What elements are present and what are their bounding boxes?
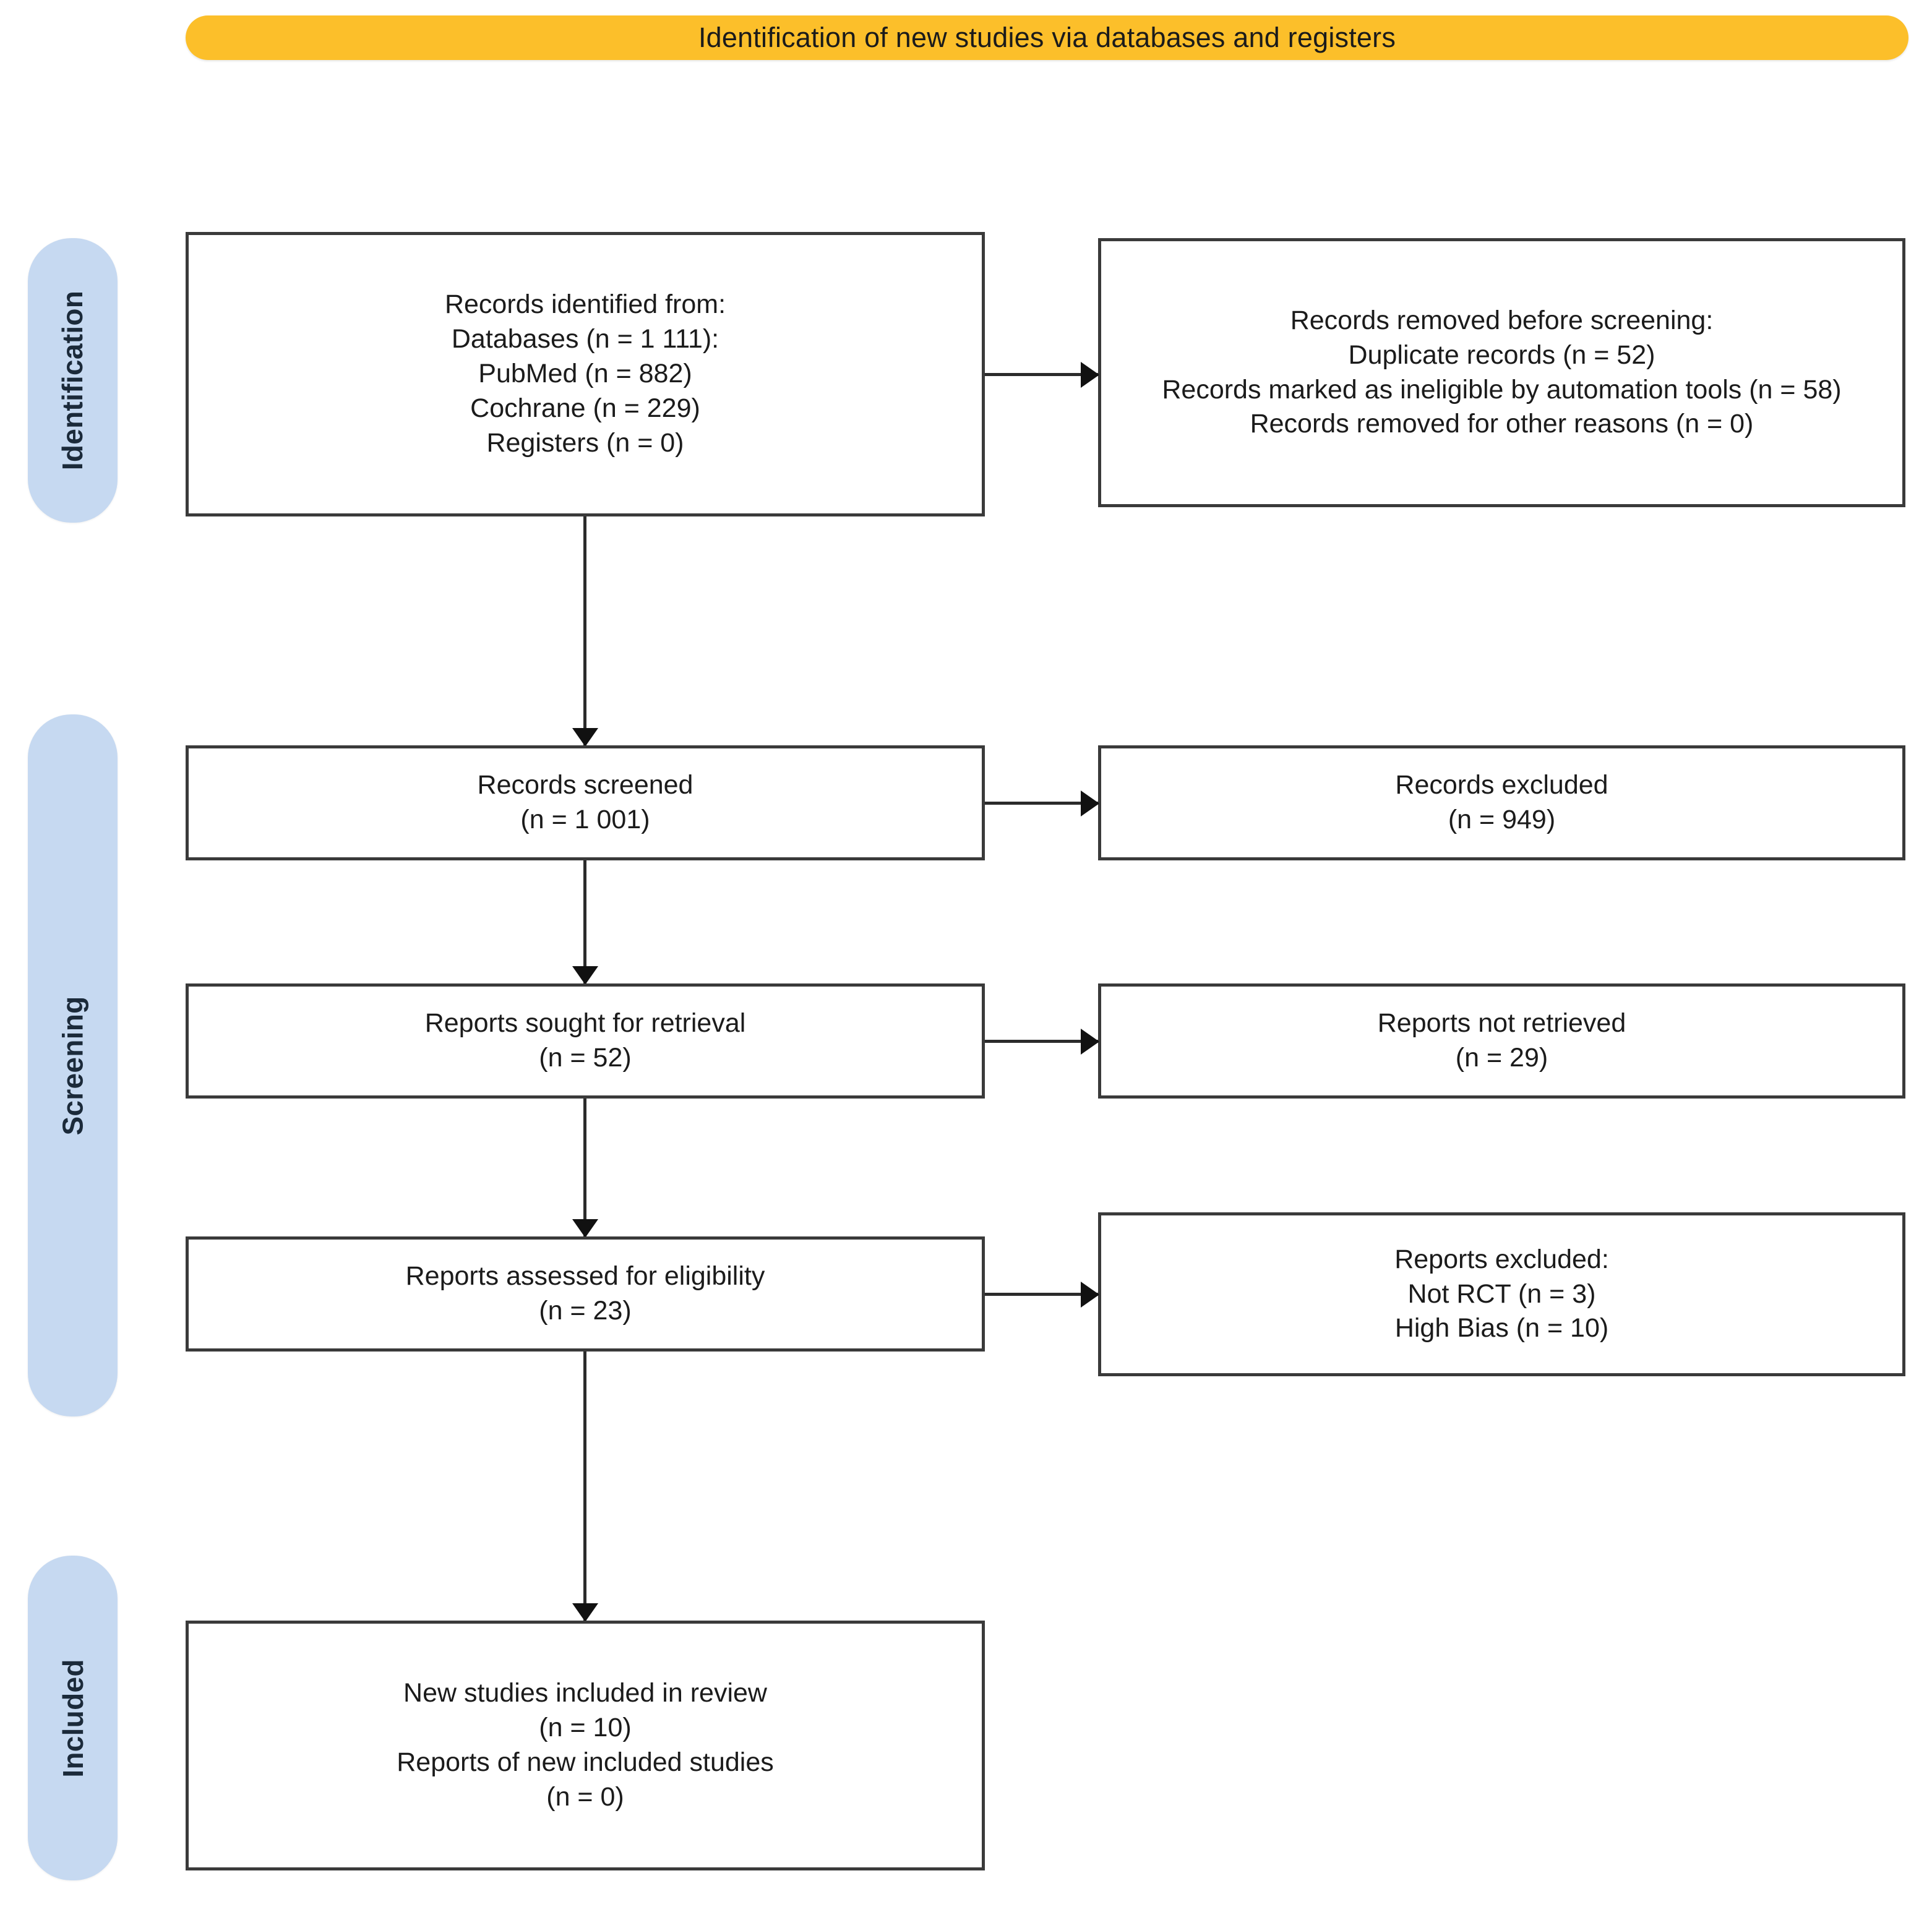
- box-reports-sought-for-retrieval: Reports sought for retrieval (n = 52): [186, 983, 985, 1099]
- box-line: Records excluded: [1395, 770, 1608, 800]
- stage-label-identification-text: Identification: [56, 290, 89, 471]
- stage-label-included-text: Included: [56, 1658, 89, 1778]
- arrow-sought-to-assessed: [583, 1099, 586, 1236]
- box-line: Records removed before screening:: [1290, 305, 1714, 335]
- box-line: Records marked as ineligible by automati…: [1162, 374, 1842, 405]
- box-records-screened: Records screened (n = 1 001): [186, 745, 985, 860]
- box-line: Not RCT (n = 3): [1407, 1279, 1596, 1309]
- box-new-studies-included: New studies included in review (n = 10) …: [186, 1621, 985, 1870]
- box-line: (n = 52): [539, 1043, 632, 1073]
- arrow-identified-to-screened: [583, 516, 586, 745]
- box-line: Reports excluded:: [1394, 1244, 1609, 1274]
- box-line: Databases (n = 1 111):: [451, 324, 719, 354]
- box-line: (n = 10): [539, 1713, 632, 1743]
- arrow-assessed-to-included: [583, 1352, 586, 1621]
- box-reports-assessed-for-eligibility: Reports assessed for eligibility (n = 23…: [186, 1236, 985, 1352]
- box-reports-not-retrieved: Reports not retrieved (n = 29): [1098, 983, 1905, 1099]
- box-records-removed-before-screening: Records removed before screening: Duplic…: [1098, 238, 1905, 507]
- box-line: Reports sought for retrieval: [424, 1008, 746, 1039]
- box-records-identified: Records identified from: Databases (n = …: [186, 232, 985, 516]
- arrow-screened-to-excluded: [985, 802, 1098, 805]
- box-line: (n = 0): [546, 1781, 624, 1812]
- box-line: Reports assessed for eligibility: [405, 1261, 765, 1292]
- box-line: Registers (n = 0): [486, 427, 684, 458]
- box-line: (n = 29): [1455, 1043, 1548, 1073]
- box-line: (n = 949): [1448, 805, 1556, 834]
- box-line: (n = 23): [539, 1296, 632, 1326]
- box-line: New studies included in review: [403, 1678, 767, 1708]
- header-banner: Identification of new studies via databa…: [186, 15, 1908, 60]
- box-line: Reports of new included studies: [397, 1747, 774, 1777]
- stage-label-screening: Screening: [28, 714, 118, 1416]
- stage-label-included: Included: [28, 1556, 118, 1880]
- box-line: Records screened: [477, 770, 693, 800]
- box-line: PubMed (n = 882): [478, 359, 692, 389]
- box-line: Cochrane (n = 229): [470, 393, 700, 423]
- box-reports-excluded: Reports excluded: Not RCT (n = 3) High B…: [1098, 1212, 1905, 1376]
- arrow-assessed-to-excluded: [985, 1293, 1098, 1296]
- box-line: Records removed for other reasons (n = 0…: [1250, 409, 1754, 439]
- box-line: Duplicate records (n = 52): [1348, 340, 1655, 370]
- stage-label-identification: Identification: [28, 238, 118, 523]
- box-records-excluded: Records excluded (n = 949): [1098, 745, 1905, 860]
- arrow-screened-to-sought: [583, 860, 586, 983]
- box-line: Records identified from:: [444, 289, 726, 320]
- arrow-sought-to-not-retrieved: [985, 1040, 1098, 1043]
- stage-label-screening-text: Screening: [56, 995, 89, 1136]
- box-line: Reports not retrieved: [1377, 1008, 1626, 1039]
- page-title: Identification of new studies via databa…: [698, 22, 1396, 53]
- arrow-identified-to-removed: [985, 373, 1098, 376]
- box-line: (n = 1 001): [520, 805, 650, 834]
- box-line: High Bias (n = 10): [1394, 1313, 1609, 1343]
